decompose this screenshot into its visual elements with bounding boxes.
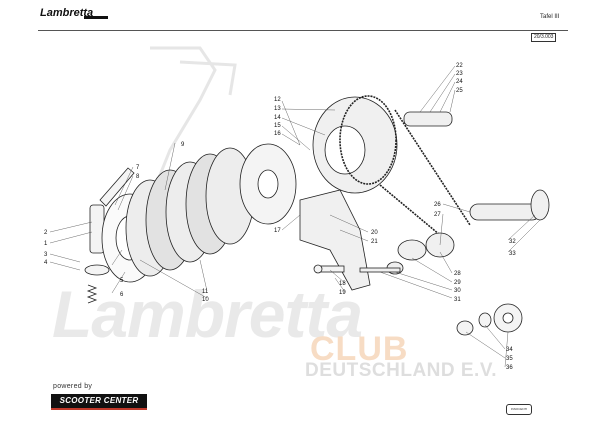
clutch-plates (101, 143, 297, 283)
part-labels-right: 22 23 24 25 26 27 28 29 30 31 32 33 34 3… (434, 63, 516, 371)
scooter-center-logo[interactable]: SCOOTER CENTER (51, 394, 147, 410)
reference-code: 20/3.003 (531, 33, 557, 42)
part-number: 21 (371, 239, 378, 245)
part-number: 7 (136, 165, 140, 171)
sprocket (456, 303, 523, 336)
part-number: 14 (274, 115, 281, 121)
part-number: 1 (44, 241, 48, 247)
part-number: 31 (454, 297, 461, 303)
part-number: 35 (506, 356, 513, 362)
part-number: 36 (506, 365, 513, 371)
svg-text:Lambretta: Lambretta (40, 7, 93, 19)
spring (86, 284, 98, 304)
part-number: 2 (44, 230, 48, 236)
shaft (359, 111, 550, 275)
part-number: 23 (456, 71, 463, 77)
part-number: 33 (509, 251, 516, 257)
part-number: 22 (456, 63, 463, 69)
club-watermark: CLUB (310, 330, 409, 368)
header-divider (38, 30, 568, 31)
clutch-housing (299, 96, 398, 291)
lambretta-logo: Lambretta (38, 6, 112, 20)
part-number: 17 (274, 228, 281, 234)
part-number: 28 (454, 271, 461, 277)
part-number: 32 (509, 239, 516, 245)
part-number: 24 (456, 79, 463, 85)
bolt (313, 264, 345, 274)
part-labels-left: 2 1 3 4 5 6 7 8 9 10 11 (44, 142, 209, 303)
part-number: 30 (454, 288, 461, 294)
deutschland-watermark: DEUTSCHLAND E.V. (305, 360, 498, 381)
clutch-lever (84, 167, 135, 276)
part-number: 13 (274, 106, 281, 112)
part-number: 11 (202, 289, 209, 295)
part-number: 25 (456, 88, 463, 94)
part-number: 12 (274, 97, 281, 103)
page-label: Tafel III (540, 14, 560, 20)
part-number: 19 (339, 290, 346, 296)
part-number: 15 (274, 123, 281, 129)
part-number: 5 (120, 278, 124, 284)
innocenti-logo: INNOCENTI (506, 404, 532, 415)
part-number: 16 (274, 131, 281, 137)
part-number: 26 (434, 202, 441, 208)
part-number: 20 (371, 230, 378, 236)
part-number: 34 (506, 347, 513, 353)
part-number: 3 (44, 252, 48, 258)
part-number: 18 (339, 281, 346, 287)
part-number: 8 (136, 174, 140, 180)
part-number: 27 (434, 212, 441, 218)
powered-by-label: powered by (53, 383, 93, 390)
part-number: 6 (120, 292, 124, 298)
part-number: 29 (454, 280, 461, 286)
part-number: 4 (44, 260, 48, 266)
lambretta-watermark: Lambretta (52, 277, 363, 351)
part-number: 9 (181, 142, 185, 148)
leader-lines (49, 65, 541, 368)
part-labels-center: 12 13 14 15 16 17 18 19 20 21 (274, 97, 378, 296)
part-number: 10 (202, 297, 209, 303)
